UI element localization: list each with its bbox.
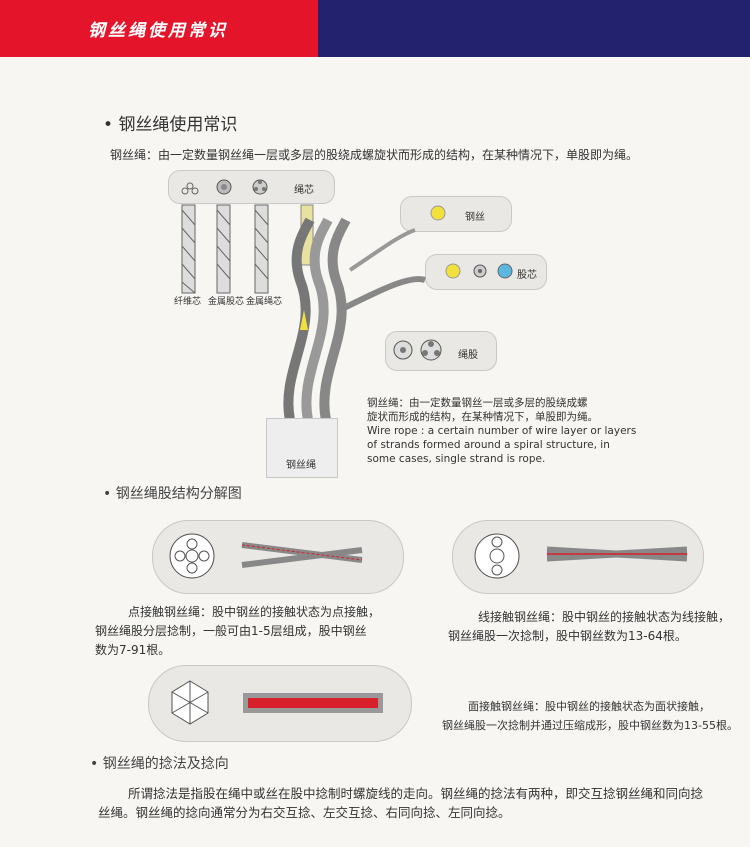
wire-label: 钢丝	[465, 212, 485, 223]
section3-body: 所谓捻法是指股在绳中或丝在股中捻制时螺旋线的走向。钢丝绳的捻法有两种，即交互捻钢…	[98, 784, 703, 822]
point-line-3: 数为7-91根。	[95, 643, 171, 657]
line-line-1: 线接触钢丝绳：股中钢丝的接触状态为线接触，	[478, 610, 731, 624]
steel-strand-core-icon	[216, 179, 232, 195]
section2-title-text: 钢丝绳股结构分解图	[115, 486, 242, 502]
fiber-core-icon	[181, 182, 199, 195]
rope-caption: 钢丝绳：由一定数量钢丝一层或多层的股绕成螺 旋状而形成的结构，在某种情况下，单股…	[367, 396, 636, 466]
strand-core-label: 股芯	[517, 270, 537, 281]
core-item-steel-strand: 金属股芯	[208, 297, 245, 307]
point-line-2: 钢丝绳股分层捻制，一般可由1-5层组成，股中钢丝	[95, 624, 367, 638]
rope-label-box	[266, 418, 338, 478]
line-line-2: 钢丝绳股一次捻制，股中钢丝数为13-64根。	[448, 629, 687, 643]
header-blue-band	[318, 0, 750, 57]
surface-contact-illustration	[171, 680, 383, 725]
core-icons	[181, 179, 268, 195]
point-contact-text: 点接触钢丝绳：股中钢丝的接触状态为点接触， 钢丝绳股分层捻制，一般可由1-5层组…	[95, 603, 380, 660]
wire-box	[400, 196, 512, 232]
section3-title: • 钢丝绳的捻法及捻向	[90, 756, 229, 772]
caption-en-3: some cases, single strand is rope.	[367, 453, 546, 465]
core-item-fiber: 纤维芯	[174, 297, 202, 307]
core-item-steel-rope: 金属绳芯	[246, 297, 283, 307]
section3-title-text: 钢丝绳的捻法及捻向	[102, 756, 229, 772]
surface-line-2: 钢丝绳股一次捻制并通过压缩成形，股中钢丝数为13-55根。	[442, 719, 738, 732]
section3-line-1: 所谓捻法是指股在绳中或丝在股中捻制时螺旋线的走向。钢丝绳的捻法有两种，即交互捻钢…	[128, 786, 704, 801]
strand-icons	[393, 339, 442, 361]
rope-label: 钢丝绳	[286, 460, 316, 471]
strand-label: 绳股	[458, 350, 478, 361]
surface-contact-text: 面接触钢丝绳：股中钢丝的接触状态为面状接触， 钢丝绳股一次捻制并通过压缩成形，股…	[442, 697, 738, 735]
caption-en-1: Wire rope : a certain number of wire lay…	[367, 425, 637, 437]
caption-cn-1: 钢丝绳：由一定数量钢丝一层或多层的股绕成螺	[367, 397, 588, 409]
section1-title-text: 钢丝绳使用常识	[118, 115, 238, 135]
section1-definition: 钢丝绳：由一定数量钢丝绳一层或多层的股绕成螺旋状而形成的结构，在某种情况下，单股…	[110, 148, 639, 162]
line-contact-text: 线接触钢丝绳：股中钢丝的接触状态为线接触， 钢丝绳股一次捻制，股中钢丝数为13-…	[448, 608, 730, 646]
caption-en-2: of strands formed around a spiral struct…	[367, 439, 610, 451]
wire-rope-drawing	[283, 217, 426, 421]
point-line-1: 点接触钢丝绳：股中钢丝的接触状态为点接触，	[128, 605, 381, 619]
section1-title: • 钢丝绳使用常识	[103, 115, 238, 135]
wire-icon	[430, 205, 446, 221]
strand-core-icons	[445, 263, 513, 279]
core-types-box	[168, 170, 335, 204]
section3-line-2: 丝绳。钢丝绳的捻向通常分为右交互捻、左交互捻、右同向捻、左同向捻。	[98, 805, 511, 820]
steel-rope-core-icon	[252, 179, 268, 195]
line-contact-illustration	[474, 533, 688, 579]
section2-title: • 钢丝绳股结构分解图	[103, 486, 242, 502]
header-red-band	[0, 0, 318, 57]
header-title: 钢丝绳使用常识	[88, 21, 228, 41]
surface-line-1: 面接触钢丝绳：股中钢丝的接触状态为面状接触，	[468, 700, 710, 713]
caption-cn-2: 旋状而形成的结构，在某种情况下，单股即为绳。	[367, 411, 598, 423]
core-box-label: 绳芯	[294, 185, 314, 196]
point-contact-illustration	[169, 533, 363, 579]
